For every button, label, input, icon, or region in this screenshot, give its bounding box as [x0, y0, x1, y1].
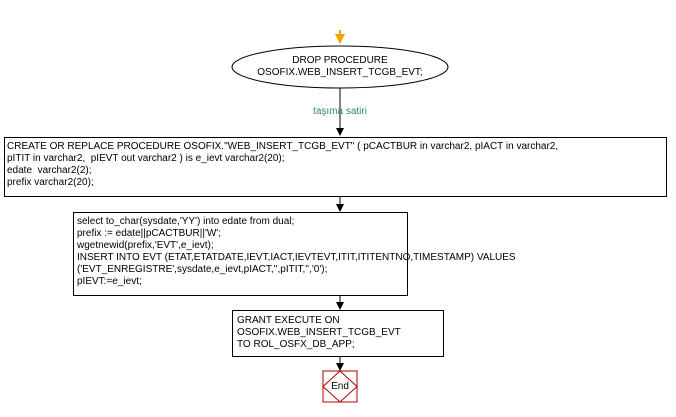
connector-grant-to-end: [336, 357, 344, 371]
grant-line-1: GRANT EXECUTE ON: [237, 315, 340, 326]
body-line-6: pIEVT:=e_ievt;: [77, 276, 142, 287]
connector-start-to-create: [336, 88, 344, 136]
edge-label: taşıma satiri: [313, 106, 367, 117]
connector-create-to-body: [336, 197, 344, 212]
procedure-body-block: select to_char(sysdate,'YY') into edate …: [73, 212, 516, 296]
body-line-5: ('EVT_ENREGISTRE',sysdate,e_ievt,pIACT,'…: [77, 264, 328, 275]
connector-body-to-grant: [336, 296, 344, 310]
end-terminal-shape: [322, 370, 358, 403]
create-procedure-block: CREATE OR REPLACE PROCEDURE OSOFIX."WEB_…: [4, 137, 667, 197]
start-terminal-label-2: OSOFIX.WEB_INSERT_TCGB_EVT;: [257, 67, 423, 78]
body-line-4: INSERT INTO EVT (ETAT,ETATDATE,IEVT,IACT…: [77, 252, 516, 263]
body-line-3: wgetnewid(prefix,'EVT',e_ievt);: [77, 240, 214, 251]
grant-line-3: TO ROL_OSFX_DB_APP;: [237, 339, 355, 350]
end-label: End: [331, 381, 349, 392]
create-line-2: pITIT in varchar2, pIEVT out varchar2 ) …: [7, 153, 285, 164]
create-line-1: CREATE OR REPLACE PROCEDURE OSOFIX."WEB_…: [7, 141, 559, 152]
create-line-4: prefix varchar2(20);: [7, 177, 94, 188]
create-line-3: edate varchar2(2);: [7, 165, 92, 176]
body-line-2: prefix := edate||pCACTBUR||'W';: [77, 228, 221, 239]
grant-line-2: OSOFIX.WEB_INSERT_TCGB_EVT: [237, 327, 401, 338]
body-line-1: select to_char(sysdate,'YY') into edate …: [77, 216, 295, 227]
start-terminal-label-1: DROP PROCEDURE: [292, 55, 388, 66]
grant-block: GRANT EXECUTE ON OSOFIX.WEB_INSERT_TCGB_…: [232, 310, 444, 357]
start-marker-icon: [335, 30, 345, 44]
